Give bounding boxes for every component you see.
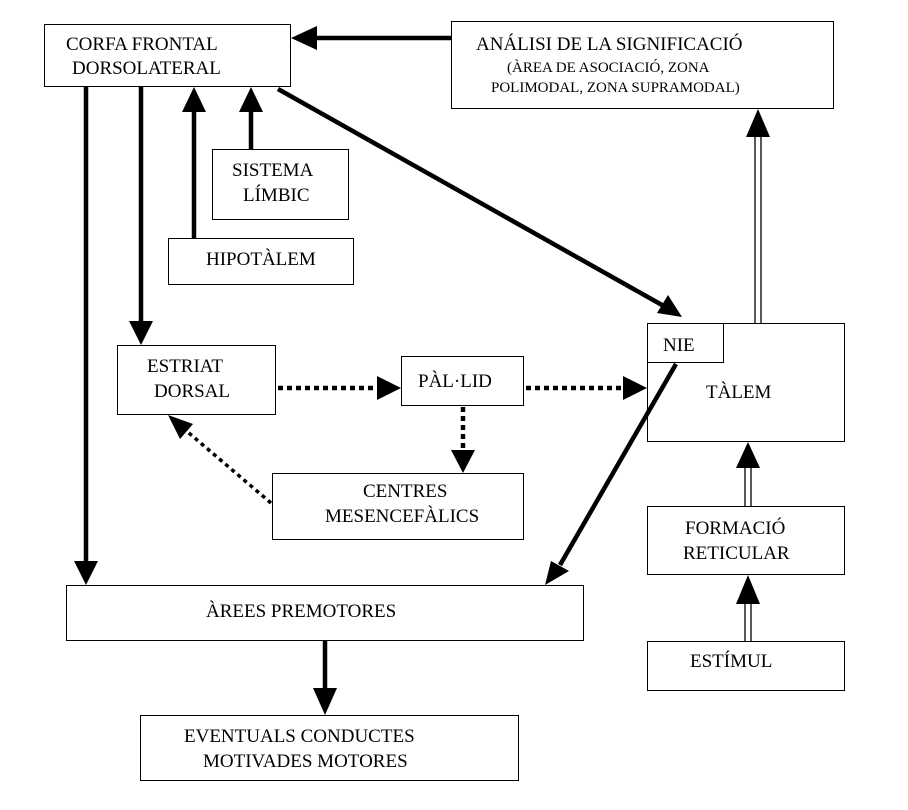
- arrow-nie-to-premotores: [558, 362, 678, 567]
- node-estriat-dorsal: [117, 345, 276, 415]
- arrowhead-analisi: [746, 109, 770, 137]
- corfa-label-line2: DORSOLATERAL: [72, 58, 221, 79]
- centres-label-line2: MESENCEFÀLICS: [325, 506, 480, 527]
- arrowhead-formacio: [736, 575, 760, 604]
- arrowhead-limbic-up: [239, 87, 263, 112]
- node-formacio-reticular: [647, 506, 845, 575]
- talem-label: TÀLEM: [706, 382, 772, 403]
- node-hipotalem: [168, 238, 354, 285]
- nie-label: NIE: [663, 335, 695, 356]
- arrowhead-talem-bottom: [736, 442, 760, 468]
- arrow-corfa-to-nie: [276, 87, 664, 307]
- arrowhead-corfa-left: [291, 26, 317, 50]
- hipotalem-label: HIPOTÀLEM: [206, 249, 316, 270]
- arrowhead-talem: [623, 376, 647, 400]
- arrow-centres-to-estriat: [181, 426, 273, 505]
- limbic-label-line1: SISTEMA: [232, 160, 314, 181]
- arrowhead-eventuals: [313, 688, 337, 715]
- node-corfa-frontal: [44, 24, 291, 87]
- limbic-label-line2: LÍMBIC: [243, 185, 310, 206]
- estimul-label: ESTÍMUL: [690, 651, 773, 672]
- analisi-label-line2: (ÀREA DE ASOCIACIÓ, ZONA: [507, 60, 710, 76]
- analisi-label-line1: ANÁLISI DE LA SIGNIFICACIÓ: [476, 34, 743, 55]
- node-nie: [647, 323, 724, 363]
- node-sistema-limbic: [212, 149, 349, 220]
- analisi-label-line3: POLIMODAL, ZONA SUPRAMODAL): [491, 80, 740, 96]
- arrowhead-nie: [657, 295, 682, 317]
- eventuals-label-line2: MOTIVADES MOTORES: [203, 751, 408, 772]
- arrowhead-premotores-right: [545, 561, 569, 585]
- arrowhead-centres: [451, 450, 475, 473]
- pallid-label: PÀL·LID: [418, 371, 492, 392]
- eventuals-label-line1: EVENTUALS CONDUCTES: [184, 726, 415, 747]
- arrowhead-estriat-top: [129, 321, 153, 345]
- node-pallid: [401, 356, 524, 406]
- premotores-label: ÀREES PREMOTORES: [206, 601, 397, 622]
- node-arees-premotores: [66, 585, 584, 641]
- arrowhead-premotores-top: [74, 561, 98, 585]
- node-centres-mesencefalics: [272, 473, 524, 540]
- node-estimul: [647, 641, 845, 691]
- node-eventuals-conductes: [140, 715, 519, 781]
- node-analisi-significacio: [451, 21, 834, 109]
- arrowhead-hipotalem-up: [182, 87, 206, 112]
- arrowhead-pallid: [377, 376, 401, 400]
- estriat-label-line2: DORSAL: [154, 381, 231, 402]
- arrowhead-estriat-dotted: [168, 415, 193, 439]
- corfa-label-line1: CORFA FRONTAL: [66, 34, 218, 55]
- estriat-label-line1: ESTRIAT: [147, 356, 223, 377]
- formacio-label-line1: FORMACIÓ: [685, 518, 786, 539]
- formacio-label-line2: RETICULAR: [683, 543, 790, 564]
- centres-label-line1: CENTRES: [363, 481, 448, 502]
